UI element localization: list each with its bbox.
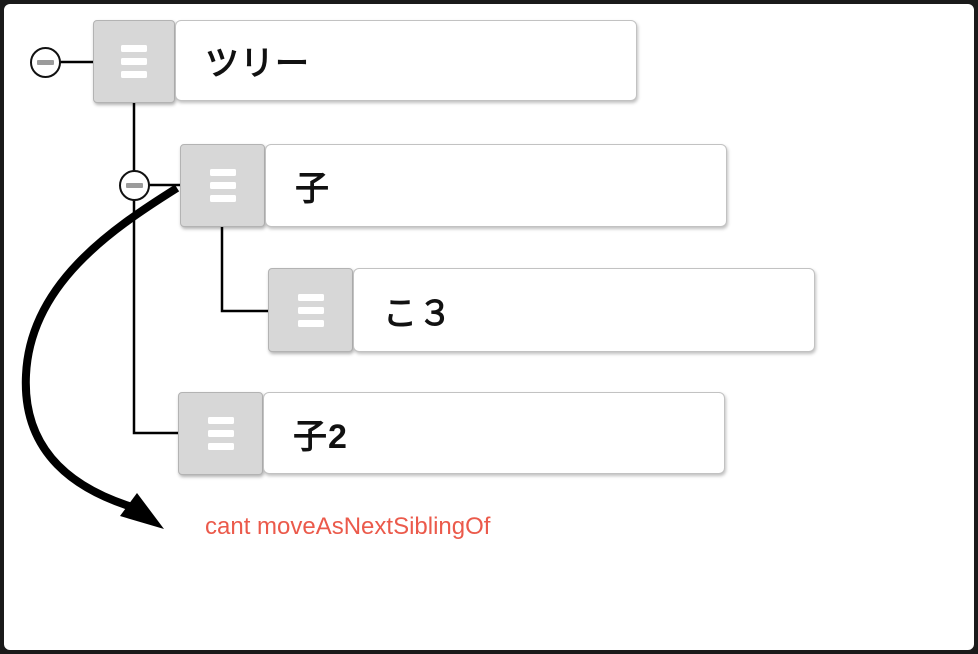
- tree-node-ko3[interactable]: こ３: [353, 268, 815, 352]
- drag-handle-root[interactable]: [93, 20, 175, 103]
- hamburger-icon: [297, 293, 324, 301]
- hamburger-icon: [297, 319, 324, 327]
- hamburger-icon: [121, 45, 147, 52]
- node-label: こ３: [383, 294, 453, 333]
- connector-root-trunk: [132, 103, 178, 435]
- hamburger-icon: [209, 169, 236, 176]
- hamburger-icon: [121, 58, 147, 65]
- hamburger-icon: [207, 430, 234, 437]
- hamburger-icon: [297, 306, 324, 314]
- drag-handle-child2[interactable]: [178, 392, 263, 475]
- connector-child-trunk: [220, 227, 268, 313]
- minus-icon: [37, 60, 54, 65]
- hamburger-icon: [209, 182, 236, 189]
- collapse-toggle-root[interactable]: [30, 47, 61, 78]
- arrow-head: [120, 493, 164, 529]
- hamburger-icon: [207, 417, 234, 424]
- error-message: cant moveAsNextSiblingOf: [205, 513, 491, 540]
- arrow-shaft: [21, 184, 180, 511]
- tree-node-child[interactable]: 子: [265, 144, 727, 227]
- collapse-toggle-child[interactable]: [119, 170, 150, 201]
- tree-node-child2[interactable]: 子2: [263, 392, 725, 474]
- drag-handle-child[interactable]: [180, 144, 265, 227]
- tree-node-root[interactable]: ツリー: [175, 20, 637, 101]
- node-label: 子2: [293, 417, 348, 456]
- hamburger-icon: [121, 71, 147, 78]
- hamburger-icon: [207, 443, 234, 450]
- drag-handle-ko3[interactable]: [268, 268, 353, 352]
- hamburger-icon: [209, 195, 236, 202]
- node-label: 子: [295, 170, 330, 208]
- node-label: ツリー: [205, 45, 310, 83]
- minus-icon: [126, 183, 143, 188]
